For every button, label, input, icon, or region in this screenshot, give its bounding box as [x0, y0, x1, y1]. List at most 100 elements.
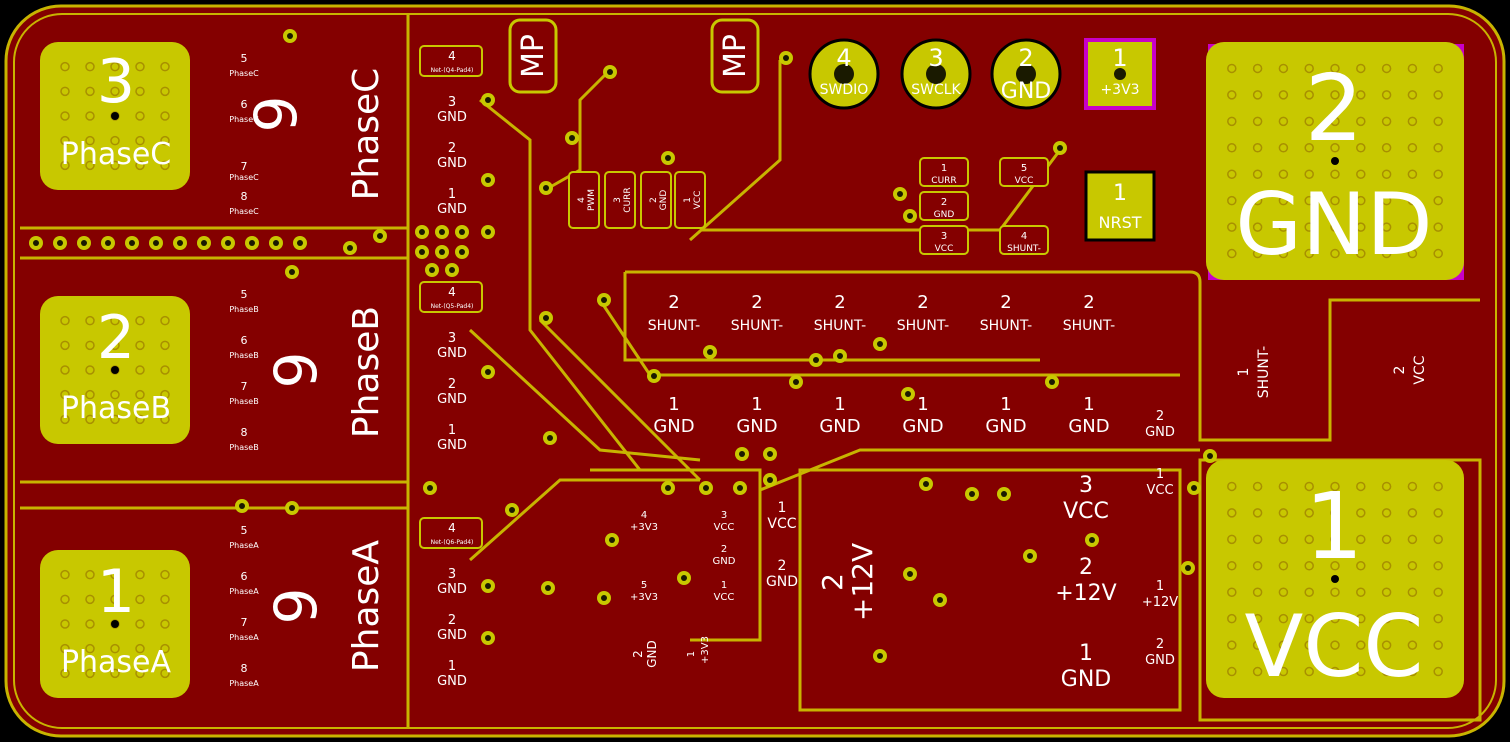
mounting-points: MP MP: [508, 18, 760, 94]
svg-text:1: 1: [917, 394, 928, 415]
via: [77, 236, 91, 250]
svg-text:1: 1: [683, 197, 693, 203]
svg-text:2: 2: [778, 558, 787, 574]
via: [481, 225, 495, 239]
svg-text:VCC: VCC: [1015, 176, 1034, 186]
via: [269, 236, 283, 250]
svg-text:5: 5: [241, 52, 248, 65]
svg-text:SHUNT-: SHUNT-: [897, 318, 949, 334]
nrst-pad: 1 NRST: [1084, 170, 1156, 242]
via: [597, 591, 611, 605]
via: [455, 245, 469, 259]
svg-text:VCC: VCC: [1063, 499, 1109, 524]
via: [197, 236, 211, 250]
via: [283, 29, 297, 43]
svg-text:7: 7: [241, 160, 248, 173]
svg-text:PhaseB: PhaseB: [229, 351, 258, 360]
via: [505, 503, 519, 517]
svg-text:SWDIO: SWDIO: [820, 82, 869, 98]
power-12v: 2 +12V 3 VCC 2 +12V 1 GND 1 VCC 1 +12V 2…: [816, 467, 1178, 692]
mosfet-phaseb-name: PhaseB: [346, 306, 387, 438]
svg-text:GND: GND: [1001, 79, 1051, 104]
vcc-big-num: 2: [1392, 366, 1408, 375]
via: [373, 229, 387, 243]
svg-text:3: 3: [1079, 473, 1093, 498]
via: [997, 487, 1011, 501]
via: [53, 236, 67, 250]
svg-text:2: 2: [448, 141, 456, 156]
pad-phaseb-number: 2: [97, 303, 135, 373]
via: [735, 447, 749, 461]
svg-text:CURR: CURR: [931, 176, 956, 186]
svg-text:GND: GND: [437, 156, 467, 171]
svg-text:PWM: PWM: [587, 189, 597, 211]
svg-text:3: 3: [448, 567, 456, 582]
svg-text:VCC: VCC: [693, 191, 703, 210]
svg-text:MP: MP: [516, 34, 551, 78]
svg-text:6: 6: [241, 570, 248, 583]
svg-text:VCC: VCC: [1146, 483, 1173, 498]
via: [285, 501, 299, 515]
svg-text:4: 4: [641, 510, 647, 521]
mosfet-phasec: 5 PhaseC 6 PhaseC 7 PhaseC 8 PhaseC 9 Ph…: [229, 52, 387, 216]
svg-text:GND: GND: [1068, 416, 1109, 437]
via: [789, 375, 803, 389]
via: [597, 293, 611, 307]
svg-text:GND: GND: [766, 574, 798, 590]
via: [343, 241, 357, 255]
svg-text:GND: GND: [645, 640, 659, 668]
svg-text:1: 1: [448, 659, 456, 674]
via: [763, 447, 777, 461]
svg-text:4: 4: [577, 197, 587, 203]
svg-text:1: 1: [1113, 181, 1127, 206]
svg-text:5: 5: [641, 580, 647, 591]
svg-text:1: 1: [1000, 394, 1011, 415]
svg-text:GND: GND: [659, 190, 669, 211]
svg-text:1: 1: [751, 394, 762, 415]
svg-text:2: 2: [448, 613, 456, 628]
via: [101, 236, 115, 250]
svg-text:2: 2: [448, 377, 456, 392]
mosfet-phasea: 5 PhaseA 6 PhaseA 7 PhaseA 8 PhaseA 9 Ph…: [229, 524, 387, 688]
via: [933, 593, 947, 607]
svg-text:Net-(Q6-Pad4): Net-(Q6-Pad4): [431, 539, 474, 546]
via: [703, 345, 717, 359]
via: [415, 225, 429, 239]
svg-text:2: 2: [816, 573, 849, 591]
via: [539, 311, 553, 325]
svg-text:1: 1: [1112, 44, 1127, 72]
pad-vcc-name: VCC: [1245, 597, 1424, 697]
svg-text:+3V3: +3V3: [630, 522, 658, 533]
svg-text:+12V: +12V: [1055, 581, 1116, 606]
svg-text:1: 1: [1079, 641, 1093, 666]
via: [763, 473, 777, 487]
svg-text:GND: GND: [819, 416, 860, 437]
svg-text:PhaseA: PhaseA: [229, 633, 259, 642]
mosfet-phasec-pin9: 9: [242, 96, 310, 133]
svg-text:SHUNT-: SHUNT-: [1063, 318, 1115, 334]
svg-text:3: 3: [928, 44, 943, 72]
pad-phaseb-name: PhaseB: [61, 391, 171, 426]
svg-text:GND: GND: [437, 110, 467, 125]
big-pad-gnd: [1206, 42, 1464, 280]
svg-text:1: 1: [1156, 579, 1164, 594]
svg-text:GND: GND: [437, 582, 467, 597]
svg-text:1: 1: [721, 580, 727, 591]
svg-text:GND: GND: [437, 438, 467, 453]
svg-text:GND: GND: [985, 416, 1026, 437]
svg-text:2: 2: [834, 292, 845, 313]
svg-text:VCC: VCC: [767, 516, 796, 532]
via: [903, 567, 917, 581]
via: [29, 236, 43, 250]
svg-text:3: 3: [613, 197, 623, 203]
via: [235, 499, 249, 513]
svg-text:+12V: +12V: [846, 543, 879, 621]
